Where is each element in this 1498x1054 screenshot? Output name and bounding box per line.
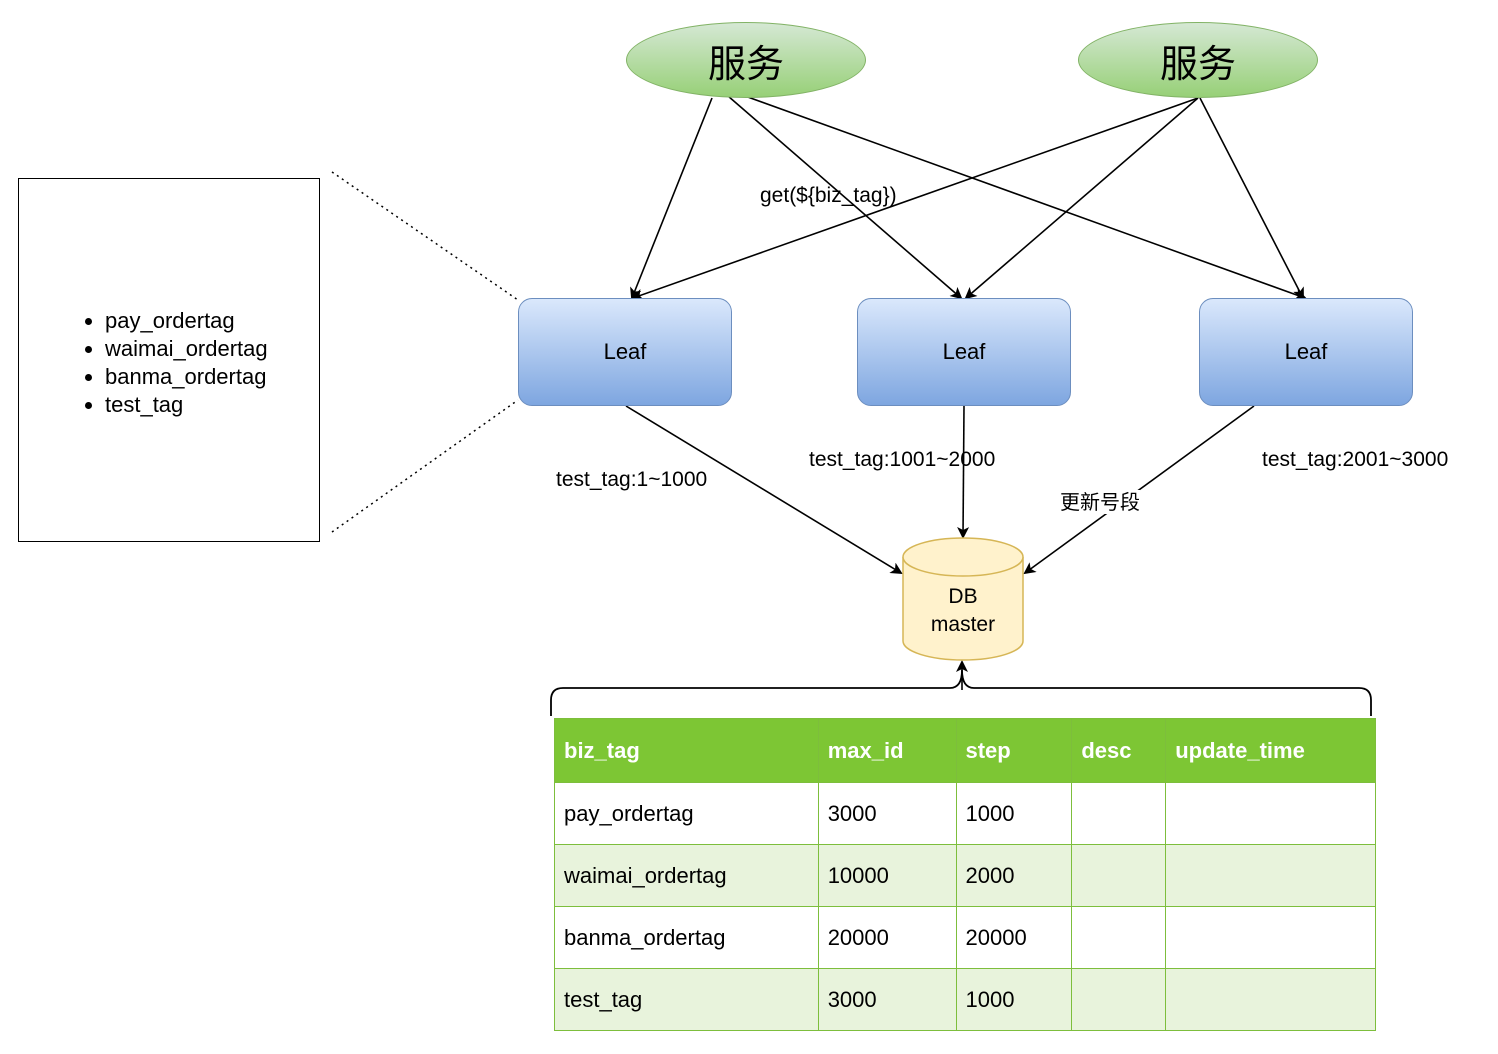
edge-leaf1-db: [625, 405, 903, 575]
leaf-label: Leaf: [603, 339, 647, 364]
cylinder-icon: [902, 537, 1024, 661]
service-node-1: 服务: [626, 22, 866, 98]
table-row: waimai_ordertag 10000 2000: [554, 844, 1376, 907]
db-master-node: DB master: [902, 537, 1024, 661]
edge-service2-leaf1: [631, 97, 1199, 301]
list-item: test_tag: [105, 391, 268, 419]
table-cell: 2000: [955, 844, 1073, 907]
table-row: test_tag 3000 1000: [554, 968, 1376, 1031]
column-header: step: [955, 718, 1073, 783]
zoom-line-bottom: [331, 399, 519, 533]
column-header: desc: [1071, 718, 1167, 783]
table-cell: banma_ordertag: [554, 906, 819, 969]
edge-service2-leaf2: [964, 97, 1199, 300]
table-cell: [1165, 782, 1376, 845]
leaf-node-1: Leaf: [518, 298, 732, 406]
edge-service1-leaf1: [630, 97, 713, 300]
table-cell: 10000: [817, 844, 957, 907]
leaf-node-2: Leaf: [857, 298, 1071, 406]
table-cell: [1165, 844, 1376, 907]
leaf-label: Leaf: [942, 339, 986, 364]
list-item: banma_ordertag: [105, 363, 268, 391]
edge-label-range2: test_tag:1001~2000: [809, 448, 996, 471]
table-row: banma_ordertag 20000 20000: [554, 906, 1376, 969]
table-cell: 1000: [955, 968, 1073, 1031]
table-cell: test_tag: [554, 968, 819, 1031]
edge-service2-leaf3: [1199, 97, 1304, 300]
edge-service1-leaf2: [727, 95, 963, 300]
table-brace: [550, 669, 1372, 716]
biz-tag-list-box: pay_ordertag waimai_ordertag banma_order…: [18, 178, 320, 542]
edge-label-range3: test_tag:2001~3000: [1262, 448, 1449, 472]
table-cell: 3000: [817, 782, 957, 845]
leaf-label: Leaf: [1284, 339, 1328, 364]
edge-leaf3-db: [1023, 405, 1255, 575]
edge-label-update: 更新号段: [1060, 490, 1140, 514]
leaf-node-3: Leaf: [1199, 298, 1413, 406]
biz-tag-list: pay_ordertag waimai_ordertag banma_order…: [19, 307, 268, 419]
table-cell: [1071, 906, 1167, 969]
edge-leaf2-db: [957, 405, 970, 539]
table-cell: 3000: [817, 968, 957, 1031]
table-cell: 20000: [817, 906, 957, 969]
service-node-2: 服务: [1078, 22, 1318, 98]
table-cell: [1071, 968, 1167, 1031]
list-item: waimai_ordertag: [105, 335, 268, 363]
db-label-line2: master: [930, 613, 996, 636]
table-cell: waimai_ordertag: [554, 844, 819, 907]
table-cell: 20000: [955, 906, 1073, 969]
table-cell: [1165, 906, 1376, 969]
table-cell: [1071, 844, 1167, 907]
column-header: biz_tag: [554, 718, 819, 783]
column-header: max_id: [817, 718, 957, 783]
db-label-line1: DB: [948, 585, 978, 608]
service-label: 服务: [1159, 41, 1236, 86]
table-row: pay_ordertag 3000 1000: [554, 782, 1376, 845]
edge-label-get: get(${biz_tag}): [760, 184, 897, 207]
zoom-line-top: [331, 171, 519, 301]
table-cell: [1165, 968, 1376, 1031]
column-header: update_time: [1165, 718, 1376, 783]
service-label: 服务: [707, 41, 784, 86]
edge-label-range1: test_tag:1~1000: [556, 468, 708, 492]
table-cell: 1000: [955, 782, 1073, 845]
table-cell: [1071, 782, 1167, 845]
leaf-alloc-table: biz_tag max_id step desc update_time pay…: [554, 718, 1376, 1031]
edge-service1-leaf3: [744, 95, 1307, 301]
list-item: pay_ordertag: [105, 307, 268, 335]
table-header-row: biz_tag max_id step desc update_time: [554, 718, 1376, 783]
table-cell: pay_ordertag: [554, 782, 819, 845]
